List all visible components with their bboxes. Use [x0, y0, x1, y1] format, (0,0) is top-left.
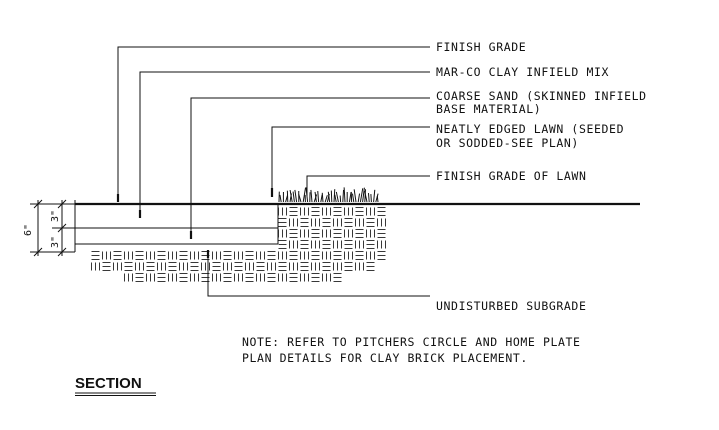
leader-clay-mix [139, 71, 430, 218]
dimension-strings: 6" 3" 3" [23, 199, 75, 257]
label-lawn-2: OR SODDED-SEE PLAN) [436, 136, 579, 150]
infield-layers [74, 200, 640, 252]
label-coarse-sand-1: COARSE SAND (SKINNED INFIELD [436, 89, 647, 103]
dim-total: 6" [23, 224, 34, 236]
label-subgrade: UNDISTURBED SUBGRADE [436, 299, 586, 313]
note-line-2: PLAN DETAILS FOR CLAY BRICK PLACEMENT. [242, 351, 528, 365]
label-finish-grade-lawn: FINISH GRADE OF LAWN [436, 169, 586, 183]
leader-subgrade [207, 250, 430, 297]
leader-lawn [271, 126, 430, 197]
leader-lines [116, 46, 430, 297]
lawn-grass [278, 187, 379, 203]
dim-top-layer: 3" [50, 210, 61, 222]
leader-finish-grade-lawn [306, 175, 430, 196]
callout-labels: FINISH GRADE MAR-CO CLAY INFIELD MIX COA… [436, 40, 647, 313]
title-text: SECTION [75, 375, 142, 392]
leader-coarse-sand [190, 97, 430, 239]
label-lawn-1: NEATLY EDGED LAWN (SEEDED [436, 122, 624, 136]
label-clay-mix: MAR-CO CLAY INFIELD MIX [436, 65, 609, 79]
note-line-1: NOTE: REFER TO PITCHERS CIRCLE AND HOME … [242, 335, 581, 349]
note-block: NOTE: REFER TO PITCHERS CIRCLE AND HOME … [242, 335, 581, 365]
label-finish-grade: FINISH GRADE [436, 40, 526, 54]
dim-bottom-layer: 3" [50, 236, 61, 248]
subgrade-hatch [91, 207, 386, 282]
leader-finish-grade [117, 46, 430, 202]
section-title: SECTION [75, 375, 156, 396]
label-coarse-sand-2: BASE MATERIAL) [436, 102, 541, 116]
